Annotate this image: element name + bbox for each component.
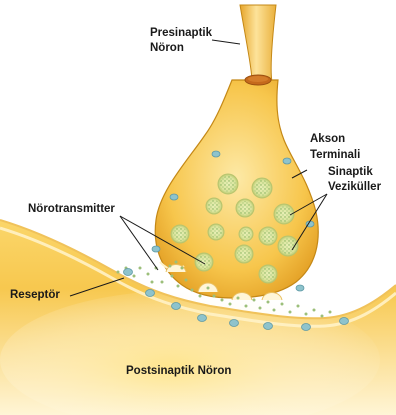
label-axon-terminal-line1: Akson (310, 133, 345, 145)
vesicle (252, 178, 272, 198)
label-receptor: Reseptör (10, 289, 60, 301)
receptor (172, 303, 181, 310)
vesicle (259, 227, 277, 245)
label-neurotransmitter: Nörotransmitter (28, 203, 115, 215)
label-presynaptic-line2: Nöron (150, 42, 184, 54)
receptor (198, 315, 207, 322)
vesicle (259, 265, 277, 283)
vesicle (236, 199, 254, 217)
vesicle (206, 198, 222, 214)
receptor (124, 269, 133, 276)
label-synaptic-vesicles-line2: Veziküller (328, 181, 382, 193)
receptor (146, 290, 155, 297)
receptor (230, 320, 239, 327)
label-synaptic-vesicles-line1: Sinaptik (328, 166, 373, 178)
label-postsynaptic: Postsinaptik Nöron (126, 365, 231, 377)
vesicle (239, 227, 253, 241)
vesicle (208, 224, 224, 240)
receptor (302, 324, 311, 331)
vesicle (218, 174, 238, 194)
label-axon-terminal-line2: Terminali (310, 149, 360, 161)
vesicle (195, 253, 213, 271)
vesicle (235, 245, 253, 263)
receptor (340, 318, 349, 325)
label-presynaptic-line1: Presinaptik (150, 27, 213, 39)
receptor (264, 323, 273, 330)
vesicle (171, 225, 189, 243)
